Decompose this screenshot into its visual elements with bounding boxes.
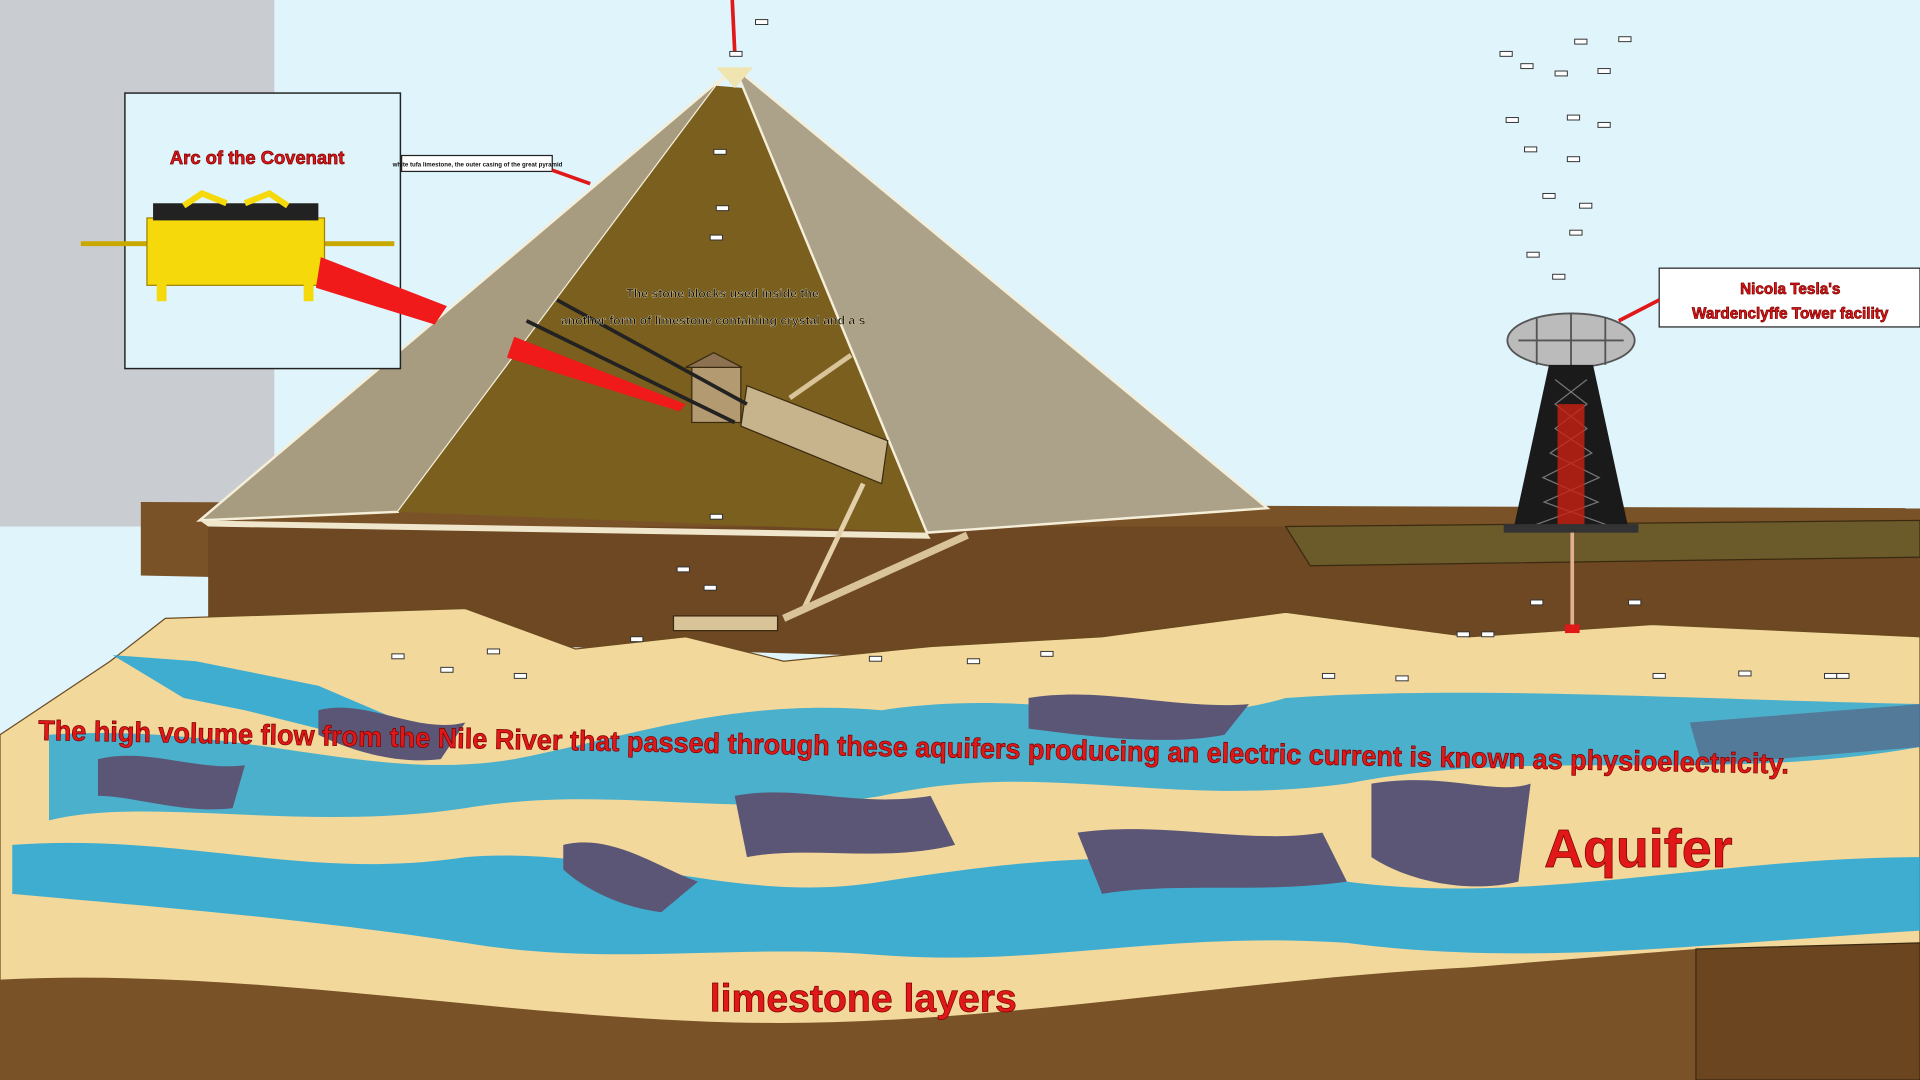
casing-label: white tufa limestone, the outer casing o… (392, 154, 591, 186)
apex-pointer (730, 0, 737, 52)
arc-pointer (315, 257, 447, 325)
wardenclyffe-tower (1503, 312, 1639, 634)
ark-icon (80, 190, 395, 302)
tesla-label-line2: Wardenclyffe Tower facility (1692, 305, 1889, 322)
arc-pointer-inner (506, 336, 686, 412)
pyramid-text-line1: The stone blocks used inside the (626, 287, 819, 301)
pyramid-text-line2: another form of limestone containing cry… (561, 313, 866, 327)
limestone-layers (0, 607, 1920, 1080)
great-pyramid: The stone blocks used inside the another… (196, 66, 1271, 632)
energy-particles (391, 19, 1850, 682)
tesla-label-line1: Nicola Tesla's (1740, 281, 1840, 298)
casing-label-text: white tufa limestone, the outer casing o… (392, 162, 563, 169)
arc-of-covenant-panel: Arc of the Covenant (80, 92, 686, 412)
bedrock-base (0, 942, 1920, 1080)
tesla-label: Nicola Tesla's Wardenclyffe Tower facili… (1617, 267, 1920, 328)
arc-title: Arc of the Covenant (170, 147, 344, 168)
kings-chamber (525, 298, 969, 632)
limestone-layers-label: limestone layers (710, 977, 1017, 1020)
aquifer-label: Aquifer (1544, 819, 1733, 879)
